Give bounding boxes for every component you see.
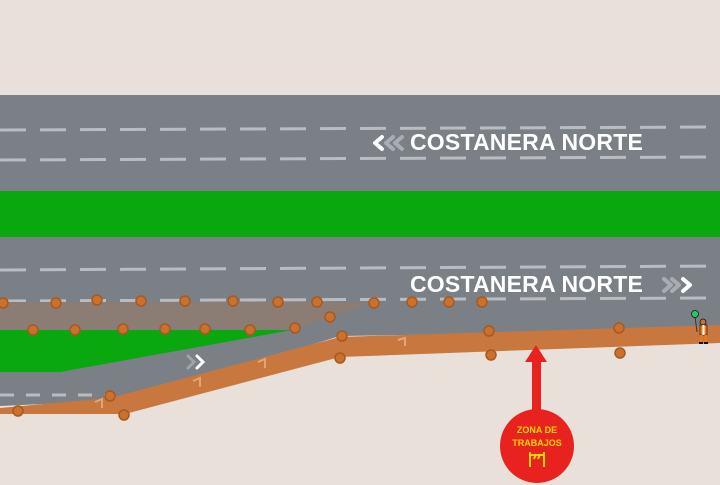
- green-wedge: [0, 330, 292, 372]
- cone: [159, 323, 171, 335]
- cone: [406, 296, 418, 308]
- cone: [613, 322, 625, 334]
- cone: [334, 352, 346, 364]
- cone: [244, 324, 256, 336]
- upper-road: [0, 95, 720, 191]
- cone: [50, 297, 62, 309]
- cone: [483, 325, 495, 337]
- work-zone-marker: ZONA DE TRABAJOS: [500, 409, 574, 483]
- work-zone-line1: ZONA DE: [516, 425, 558, 435]
- cone: [199, 323, 211, 335]
- closed-lane: [0, 302, 375, 330]
- lower-road: [0, 237, 720, 406]
- cone: [27, 324, 39, 336]
- detour-chevron-icon: [186, 354, 206, 370]
- cone: [118, 409, 130, 421]
- cone: [179, 295, 191, 307]
- work-zone-line2: TRABAJOS: [512, 438, 562, 448]
- upper-road-label: COSTANERA NORTE: [410, 129, 643, 155]
- cone: [104, 390, 116, 402]
- cone: [91, 294, 103, 306]
- cone: [135, 295, 147, 307]
- barrier-icon: [529, 452, 545, 467]
- cone: [272, 296, 284, 308]
- cone: [69, 324, 81, 336]
- cone: [12, 405, 24, 417]
- cone: [117, 323, 129, 335]
- green-median: [0, 191, 720, 237]
- cone: [227, 295, 239, 307]
- lane-marking: [0, 155, 720, 162]
- cone: [336, 330, 348, 342]
- cone: [614, 347, 626, 359]
- work-arrow-icon: [94, 336, 406, 408]
- cone: [0, 297, 9, 309]
- work-zone-arrow-icon: [525, 345, 547, 420]
- eastbound-chevron-icon: [662, 277, 692, 293]
- cone: [368, 297, 380, 309]
- cone: [485, 349, 497, 361]
- lower-road-label: COSTANERA NORTE: [410, 271, 643, 297]
- cone: [289, 322, 301, 334]
- flagger-worker-icon: [691, 310, 708, 344]
- traffic-cones: [0, 294, 626, 421]
- cone: [476, 296, 488, 308]
- lane-marking: [0, 264, 720, 272]
- cone: [324, 311, 336, 323]
- work-zone-strip: [0, 325, 720, 414]
- cone: [311, 296, 323, 308]
- lane-marking: [0, 296, 720, 303]
- lane-marking: [0, 125, 720, 132]
- cone: [443, 296, 455, 308]
- westbound-chevron-icon: [373, 135, 404, 151]
